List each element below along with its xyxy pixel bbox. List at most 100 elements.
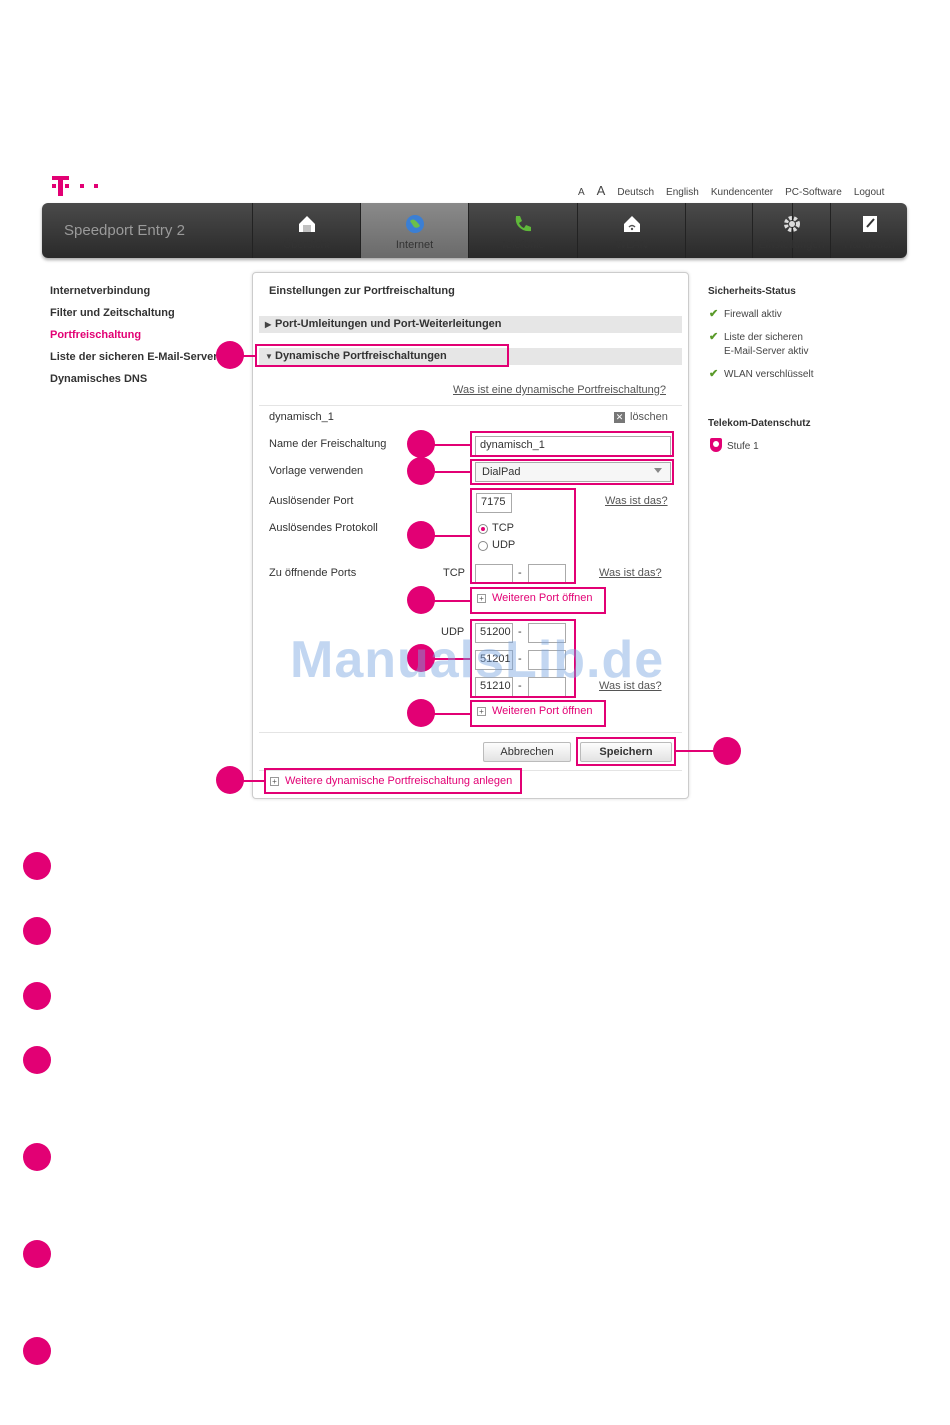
tab-spacer: [685, 203, 793, 258]
highlight-box: [470, 700, 606, 727]
delete-button[interactable]: ✕ löschen: [614, 411, 668, 423]
divider: [259, 770, 682, 771]
legend-marker: [23, 1240, 51, 1268]
product-name: Speedport Entry 2: [64, 222, 185, 239]
callout-line: [428, 444, 471, 446]
entry-name: dynamisch_1: [269, 411, 334, 423]
callout-marker: [407, 699, 435, 727]
trigger-protocol-label: Auslösendes Protokoll: [269, 522, 378, 534]
trigger-port-label: Auslösender Port: [269, 495, 354, 507]
highlight-box: [470, 619, 576, 698]
template-select[interactable]: DialPad: [475, 462, 671, 482]
handbook-icon: [859, 213, 881, 235]
radio-udp-label: UDP: [492, 539, 516, 551]
highlight-box: [470, 488, 576, 584]
tab-handbook[interactable]: Handbuch: [830, 203, 907, 258]
privacy-heading: Telekom-Datenschutz: [708, 418, 811, 429]
chevron-down-icon: ▼: [265, 352, 273, 361]
legend-marker: [23, 1337, 51, 1365]
lang-de-link[interactable]: Deutsch: [617, 187, 655, 198]
pc-software-link[interactable]: PC-Software: [785, 187, 842, 198]
tcp-ports-label: TCP: [443, 567, 465, 579]
sidebar-item-filter[interactable]: Filter und Zeitschaltung: [50, 307, 175, 319]
tab-telephony[interactable]: Telefonie: [468, 203, 576, 258]
radio-tcp-label: TCP: [492, 522, 514, 534]
callout-marker: [407, 430, 435, 458]
highlight-box: [470, 431, 674, 457]
open-more-udp-button[interactable]: + Weiteren Port öffnen: [477, 705, 593, 717]
wlan-status: WLAN verschlüsselt: [724, 369, 814, 380]
plus-icon: +: [477, 593, 486, 603]
main-navbar: Speedport Entry 2 Übersicht Internet Tel…: [42, 203, 907, 258]
logout-link[interactable]: Logout: [853, 187, 885, 198]
phone-icon: [512, 213, 534, 235]
callout-line: [238, 355, 256, 357]
font-large-link[interactable]: A: [596, 183, 606, 198]
highlight-box: [470, 587, 606, 614]
section-port-redirects[interactable]: ▶Port-Umleitungen und Port-Weiterleitung…: [259, 316, 682, 333]
divider: [259, 732, 682, 733]
dash-separator: -: [518, 680, 522, 692]
callout-line: [675, 750, 715, 752]
top-links: A A Deutsch English Kundencenter PC-Soft…: [578, 183, 884, 198]
sidebar-item-safe-mail-servers[interactable]: Liste der sicheren E-Mail-Server: [50, 351, 218, 363]
legend-marker: [23, 1046, 51, 1074]
callout-line: [428, 713, 471, 715]
gear-icon: [781, 213, 803, 235]
radio-tcp[interactable]: [478, 524, 488, 534]
cancel-button[interactable]: Abbrechen: [483, 742, 571, 762]
lang-en-link[interactable]: English: [666, 187, 699, 198]
udp-port-from-input-2[interactable]: 51201: [475, 650, 513, 670]
privacy-level[interactable]: Stufe 1: [727, 441, 759, 452]
customer-center-link[interactable]: Kundencenter: [710, 187, 774, 198]
trigger-help-link[interactable]: Was ist das?: [605, 495, 668, 507]
telekom-logo: [52, 174, 112, 198]
ports-help-link[interactable]: Was ist das?: [599, 567, 662, 579]
highlight-box: [255, 344, 509, 367]
callout-line: [428, 535, 471, 537]
tab-settings[interactable]: Einstellungen: [752, 203, 830, 258]
callout-line: [238, 780, 265, 782]
trigger-port-input[interactable]: 7175: [476, 493, 512, 513]
dash-separator: -: [518, 653, 522, 665]
sidebar-item-dynamic-dns[interactable]: Dynamisches DNS: [50, 373, 148, 385]
callout-line: [428, 471, 471, 473]
close-icon: ✕: [614, 411, 625, 423]
open-more-tcp-button[interactable]: + Weiteren Port öffnen: [477, 592, 593, 604]
callout-line: [428, 600, 471, 602]
legend-marker: [23, 852, 51, 880]
home-icon: [296, 213, 318, 235]
udp-port-to-input-2[interactable]: [528, 650, 566, 670]
add-dynamic-rule-button[interactable]: + Weitere dynamische Portfreischaltung a…: [270, 775, 512, 787]
help-dynamic-link[interactable]: Was ist eine dynamische Portfreischaltun…: [453, 384, 666, 396]
sidebar-item-port-forwarding[interactable]: Portfreischaltung: [50, 329, 142, 341]
udp-port-to-input-1[interactable]: [528, 623, 566, 643]
security-status-heading: Sicherheits-Status: [708, 286, 796, 297]
name-label: Name der Freischaltung: [269, 438, 387, 450]
highlight-box: [264, 768, 522, 794]
tab-overview[interactable]: Übersicht: [252, 203, 360, 258]
check-icon: ✔: [709, 331, 719, 343]
font-small-link[interactable]: A: [578, 187, 585, 198]
highlight-box: [576, 737, 676, 766]
chevron-right-icon: ▶: [265, 320, 272, 329]
legend-marker: [23, 917, 51, 945]
sidebar-item-internet-connection[interactable]: Internetverbindung: [50, 285, 151, 297]
name-input[interactable]: dynamisch_1: [475, 436, 671, 456]
save-button[interactable]: Speichern: [580, 742, 672, 762]
chevron-down-icon: [654, 468, 662, 473]
dash-separator: -: [518, 567, 522, 579]
globe-icon: [404, 213, 426, 235]
tab-internet[interactable]: Internet: [360, 203, 468, 258]
callout-marker: [713, 737, 741, 765]
ports-label: Zu öffnende Ports: [269, 567, 357, 579]
dash-separator: -: [518, 626, 522, 638]
udp-port-from-input-1[interactable]: 51200: [475, 623, 513, 643]
highlight-box: [470, 459, 674, 485]
section-dynamic-port-openings[interactable]: ▼Dynamische Portfreischaltungen: [259, 348, 682, 365]
legend-marker: [23, 1143, 51, 1171]
tab-wlan[interactable]: WLAN: [577, 203, 685, 258]
radio-udp[interactable]: [478, 541, 488, 551]
udp-help-link[interactable]: Was ist das?: [599, 680, 662, 692]
template-label: Vorlage verwenden: [269, 465, 364, 477]
